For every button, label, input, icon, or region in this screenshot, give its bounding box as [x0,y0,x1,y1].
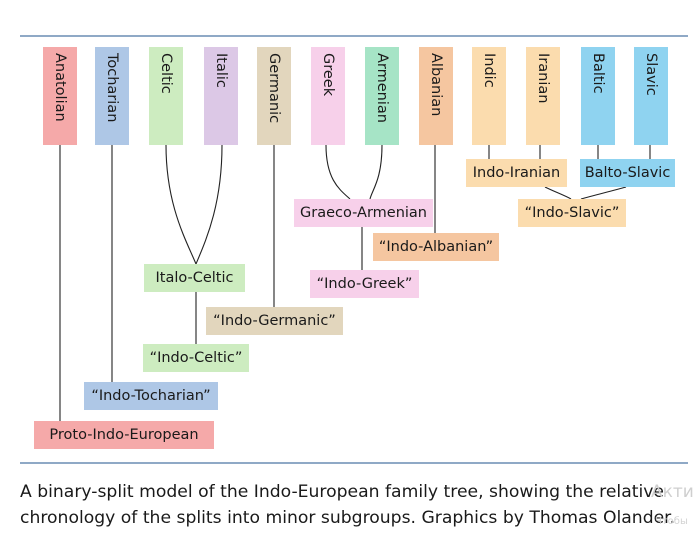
node-indo-greek: “Indo-Greek” [310,270,419,298]
language-label: Slavic [643,53,659,96]
tree-lines [59,144,651,421]
node-indo-celtic: “Indo-Celtic” [143,344,249,372]
language-germanic: Germanic [257,47,291,145]
node-italo-celtic: Italo-Celtic [144,264,245,292]
node-indo-germanic: “Indo-Germanic” [206,307,343,335]
node-label: Balto-Slavic [584,165,671,181]
node-label: “Indo-Celtic” [149,350,243,366]
node-label: “Indo-Greek” [316,276,413,292]
language-label: Armenian [374,53,390,123]
node-indo-slavic: “Indo-Slavic” [518,199,626,227]
edge-greek [325,144,351,200]
language-label: Albanian [428,53,444,117]
language-armenian: Armenian [365,47,399,145]
language-label: Anatolian [52,53,68,122]
language-greek: Greek [311,47,345,145]
node-indo-iranian: Indo-Iranian [466,159,567,187]
node-balto-slavic: Balto-Slavic [580,159,675,187]
language-label: Celtic [158,53,174,94]
activation-watermark: Акти [651,482,694,502]
language-label: Germanic [266,53,282,124]
node-label: Graeco-Armenian [300,205,427,221]
language-slavic: Slavic [634,47,668,145]
node-indo-albanian: “Indo-Albanian” [373,233,499,261]
language-anatolian: Anatolian [43,47,77,145]
node-label: “Indo-Albanian” [378,239,494,255]
language-label: Iranian [535,53,551,104]
language-label: Baltic [590,53,606,94]
node-label: Proto-Indo-European [49,427,199,443]
edge-armenian [369,144,383,200]
language-italic: Italic [204,47,238,145]
language-indic: Indic [472,47,506,145]
edge-indo-iranian [544,186,572,200]
bottom-rule [20,462,688,464]
node-label: Indo-Iranian [472,165,561,181]
language-label: Tocharian [104,53,120,123]
language-tocharian: Tocharian [95,47,129,145]
language-label: Italic [213,53,229,88]
language-iranian: Iranian [526,47,560,145]
node-indo-tocharian: “Indo-Tocharian” [84,382,218,410]
edge-celtic [165,144,197,265]
edge-italic [195,144,223,265]
node-label: “Indo-Germanic” [213,313,336,329]
top-rule [20,35,688,37]
language-albanian: Albanian [419,47,453,145]
node-graeco-armenian: Graeco-Armenian [294,199,433,227]
figure-caption: A binary-split model of the Indo-Europea… [20,482,676,528]
node-label: “Indo-Tocharian” [91,388,211,404]
node-label: Italo-Celtic [155,270,234,286]
activation-watermark-sub: Чтобы [655,516,688,527]
edge-balto-slavic [580,186,627,200]
language-celtic: Celtic [149,47,183,145]
language-baltic: Baltic [581,47,615,145]
language-label: Indic [481,53,497,88]
node-label: “Indo-Slavic” [524,205,620,221]
language-label: Greek [320,53,336,97]
node-proto-indo-european: Proto-Indo-European [34,421,214,449]
